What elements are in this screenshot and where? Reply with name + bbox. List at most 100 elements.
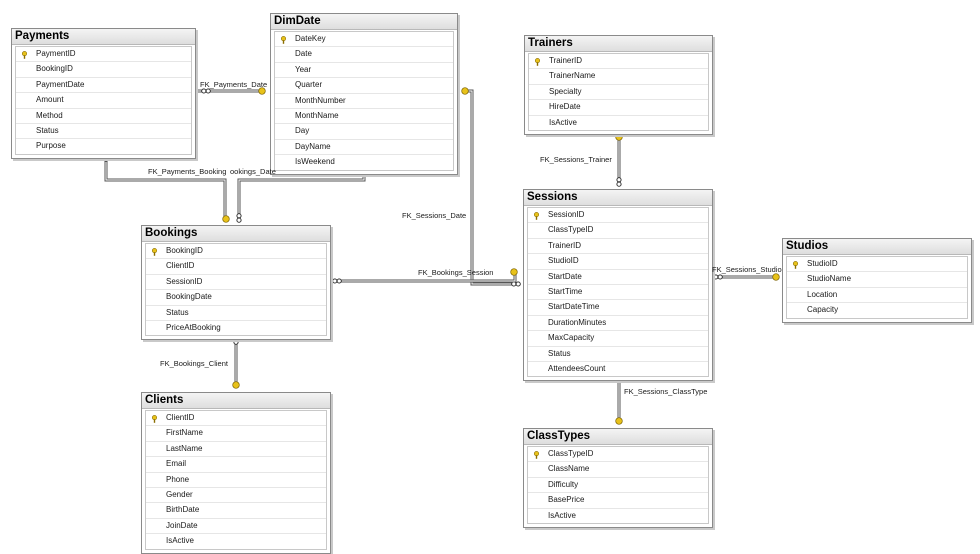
column-gender[interactable]: Gender [146, 488, 326, 504]
column-date[interactable]: Date [275, 47, 453, 63]
primary-key-icon [151, 414, 158, 423]
column-joindate[interactable]: JoinDate [146, 519, 326, 535]
column-day[interactable]: Day [275, 124, 453, 140]
column-isweekend[interactable]: IsWeekend [275, 155, 453, 169]
column-startdatetime[interactable]: StartDateTime [528, 300, 708, 316]
table-title: Trainers [528, 37, 573, 49]
column-monthname[interactable]: MonthName [275, 109, 453, 125]
table-title: Bookings [145, 227, 198, 239]
column-clientid[interactable]: ClientID [146, 411, 326, 427]
column-bookingid[interactable]: BookingID [16, 62, 191, 78]
column-name: IsActive [166, 536, 195, 546]
column-classname[interactable]: ClassName [528, 462, 708, 478]
column-sessionid[interactable]: SessionID [528, 208, 708, 224]
column-startdate[interactable]: StartDate [528, 270, 708, 285]
column-quarter[interactable]: Quarter [275, 78, 453, 94]
column-specialty[interactable]: Specialty [529, 85, 708, 101]
column-bookingdate[interactable]: BookingDate [146, 290, 326, 306]
column-bookingid[interactable]: BookingID [146, 244, 326, 260]
column-name: MonthNumber [295, 95, 346, 105]
relationship-label-fk-bookings-session[interactable]: FK_Bookings_Session [418, 268, 494, 277]
column-trainerid[interactable]: TrainerID [529, 54, 708, 70]
column-studioname[interactable]: StudioName [787, 272, 967, 288]
column-classtypeid[interactable]: ClassTypeID [528, 447, 708, 463]
column-method[interactable]: Method [16, 109, 191, 124]
column-attendeescount[interactable]: AttendeesCount [528, 362, 708, 376]
column-sessionid[interactable]: SessionID [146, 275, 326, 291]
column-phone[interactable]: Phone [146, 473, 326, 488]
column-purpose[interactable]: Purpose [16, 139, 191, 153]
column-status[interactable]: Status [528, 347, 708, 362]
column-difficulty[interactable]: Difficulty [528, 478, 708, 494]
table-header[interactable]: Sessions [524, 190, 712, 206]
table-header[interactable]: Trainers [525, 36, 712, 52]
column-name: ClassTypeID [548, 225, 594, 235]
table-header[interactable]: Payments [12, 29, 195, 45]
table-header[interactable]: ClassTypes [524, 429, 712, 445]
column-lastname[interactable]: LastName [146, 442, 326, 458]
column-amount[interactable]: Amount [16, 93, 191, 109]
column-name: SessionID [166, 276, 203, 286]
table-header[interactable]: Studios [783, 239, 971, 255]
column-baseprice[interactable]: BasePrice [528, 493, 708, 509]
column-studioid[interactable]: StudioID [787, 257, 967, 273]
relationship-label-fk-payments-date[interactable]: FK_Payments_Date [200, 80, 268, 89]
primary-key-icon [534, 57, 541, 66]
relationship-label-fk-sessions-trainer[interactable]: FK_Sessions_Trainer [540, 155, 612, 164]
column-clientid[interactable]: ClientID [146, 259, 326, 275]
relationship-label-fk-sessions-date[interactable]: FK_Sessions_Date [402, 211, 467, 220]
table-header[interactable]: DimDate [271, 14, 457, 30]
column-status[interactable]: Status [146, 306, 326, 321]
column-name: Amount [36, 95, 64, 105]
column-email[interactable]: Email [146, 457, 326, 473]
column-name: Location [807, 289, 838, 299]
column-starttime[interactable]: StartTime [528, 285, 708, 301]
column-isactive[interactable]: IsActive [529, 116, 708, 130]
column-name: ClientID [166, 413, 195, 422]
column-monthnumber[interactable]: MonthNumber [275, 94, 453, 109]
column-paymentid[interactable]: PaymentID [16, 47, 191, 63]
column-studioid[interactable]: StudioID [528, 254, 708, 270]
column-birthdate[interactable]: BirthDate [146, 503, 326, 519]
column-isactive[interactable]: IsActive [528, 509, 708, 523]
column-paymentdate[interactable]: PaymentDate [16, 78, 191, 94]
relationship-label-fk-sessions-studio[interactable]: FK_Sessions_Studio [712, 265, 782, 274]
column-hiredate[interactable]: HireDate [529, 100, 708, 116]
relationship-label-fk-bookings-date[interactable]: ookings_Date [230, 167, 276, 176]
column-dayname[interactable]: DayName [275, 140, 453, 156]
link-fk-payments-booking[interactable] [104, 152, 227, 218]
column-priceatbooking[interactable]: PriceAtBooking [146, 321, 326, 335]
relationship-label-fk-sessions-classtype[interactable]: FK_Sessions_ClassType [624, 387, 708, 396]
column-name: MonthName [295, 110, 339, 120]
column-name: Phone [166, 474, 190, 484]
column-location[interactable]: Location [787, 288, 967, 304]
one-end-key-icon [258, 87, 266, 95]
table-header[interactable]: Clients [142, 393, 330, 409]
column-durationminutes[interactable]: DurationMinutes [528, 316, 708, 332]
column-status[interactable]: Status [16, 124, 191, 140]
relationship-label-fk-bookings-client[interactable]: FK_Bookings_Client [160, 359, 228, 368]
column-classtypeid[interactable]: ClassTypeID [528, 223, 708, 239]
column-isactive[interactable]: IsActive [146, 534, 326, 548]
column-name: AttendeesCount [548, 363, 606, 373]
table-header[interactable]: Bookings [142, 226, 330, 242]
column-year[interactable]: Year [275, 63, 453, 79]
link-fk-sessions-date[interactable] [464, 89, 516, 286]
column-firstname[interactable]: FirstName [146, 426, 326, 442]
column-trainername[interactable]: TrainerName [529, 69, 708, 85]
column-capacity[interactable]: Capacity [787, 303, 967, 317]
primary-key-icon [792, 260, 799, 269]
relationship-label-fk-payments-booking[interactable]: FK_Payments_Booking [148, 167, 227, 176]
column-datekey[interactable]: DateKey [275, 32, 453, 48]
column-maxcapacity[interactable]: MaxCapacity [528, 331, 708, 347]
column-trainerid[interactable]: TrainerID [528, 239, 708, 255]
